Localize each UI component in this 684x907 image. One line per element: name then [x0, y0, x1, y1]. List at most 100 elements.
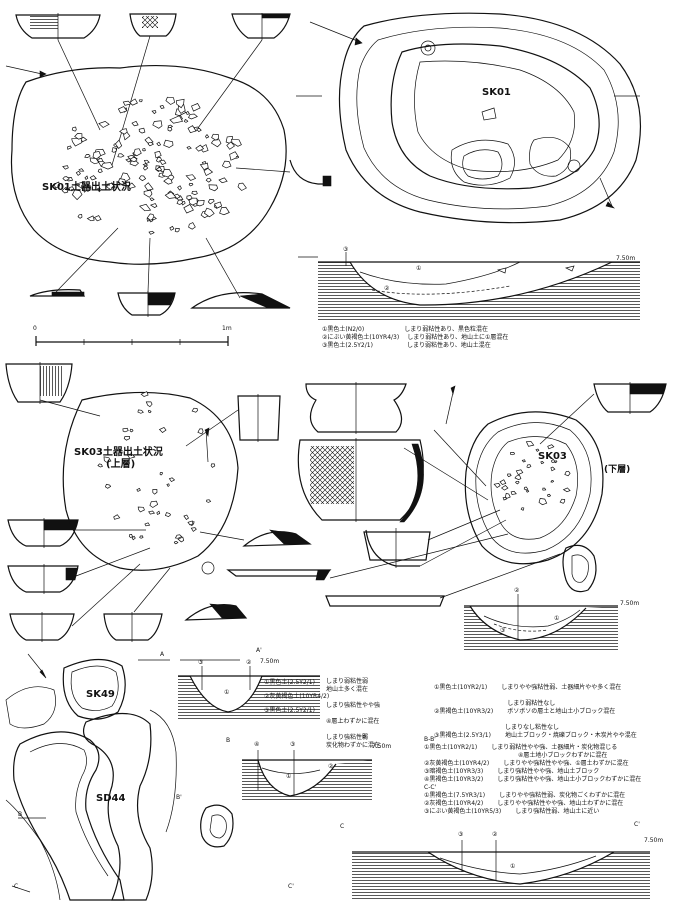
sk01-layer-1: ① [416, 265, 422, 272]
sherd-mark [176, 199, 184, 205]
sk03-section [464, 594, 618, 650]
sherd-mark [550, 480, 555, 483]
sherd-mark [131, 120, 139, 127]
legend-desc: しまり強粘性弱、地山土に近い [515, 808, 600, 815]
sherd-mark [163, 139, 174, 148]
section-b-marker: B [226, 737, 231, 744]
sherd-mark [195, 144, 205, 152]
legend-row: ①黒褐色土(7.5YR3/1)しまりやや強粘性弱、炭化物ごくわずかに混在 [424, 792, 625, 800]
sk03-lower-profiles [226, 382, 667, 607]
sherd-mark [203, 167, 214, 176]
legend-soil: ③暗褐色土(10YR3/3) [424, 768, 484, 775]
sherd-mark [71, 137, 83, 147]
section-c-layer-1: ① [510, 863, 516, 870]
sherd-mark [191, 407, 198, 413]
legend-desc: しまりやや強粘性やや強、地山土わずかに混在 [497, 800, 624, 807]
sherd-mark [100, 162, 114, 170]
sherd-mark [97, 188, 102, 193]
sherd-mark [67, 186, 75, 192]
sherd-mark [122, 100, 132, 106]
legend-title: B-B' [424, 736, 436, 743]
sherd-mark [148, 510, 156, 515]
sherd-mark [190, 527, 197, 532]
section-c-layer-3: ③ [458, 831, 464, 838]
sherd-mark [199, 162, 209, 171]
legend-row: ①黒色土(10YR2/1)しまりやや強粘性弱、土器細片やや多く混在 [434, 684, 637, 692]
sk03-sherd-cluster [97, 391, 216, 545]
legend-desc: しまり弱粘性なし ボソボソの層土と地山土小ブロック混在 [507, 700, 616, 715]
legend-desc: ④層上わずかに混在 [326, 718, 380, 725]
sherd-mark [156, 510, 161, 515]
sherd-mark [526, 464, 532, 469]
sherd-mark [114, 139, 123, 150]
legend-soil: ②灰褐色土(10YR4/2) [424, 800, 484, 807]
sherd-mark [515, 480, 520, 485]
sherd-mark [117, 153, 125, 158]
sherd-mark [77, 214, 83, 219]
plan-b-prime-marker: B' [176, 794, 182, 801]
sherd-mark [188, 182, 194, 187]
sherd-mark [185, 174, 197, 181]
sherd-mark [229, 151, 240, 161]
section-b-layer-1: ① [286, 773, 292, 780]
sherd-mark [154, 150, 162, 159]
sherd-mark [523, 486, 529, 491]
sherd-mark [140, 391, 149, 397]
legend-soil: ①黒褐色土(7.5YR3/1) [424, 792, 486, 799]
scale-bar-start: 0 [33, 325, 37, 332]
sherd-mark [510, 451, 516, 456]
legend-soil: ①黒色土(10YR2/1) [424, 744, 478, 751]
sherd-mark [78, 168, 85, 172]
section-b-layer-4: ④ [254, 741, 260, 748]
sherd-mark [149, 500, 159, 508]
sherd-mark [526, 489, 530, 493]
sherd-mark [149, 197, 155, 202]
sherd-mark [75, 170, 81, 176]
sherd-mark [62, 165, 69, 170]
legend-soil: ③黒褐色土(2.5Y3/1) [434, 732, 491, 739]
sherd-mark [505, 492, 511, 499]
sherd-mark [213, 201, 223, 209]
sherd-mark [62, 176, 70, 182]
plan-c-marker: C [14, 883, 19, 890]
sherd-mark [538, 498, 548, 506]
sk01-label: SK01 [482, 87, 511, 98]
sherd-mark [129, 428, 134, 433]
sherd-mark [122, 427, 129, 433]
section-a-soil-3: ③黒色土(2.5Y2/1) [264, 707, 315, 714]
sherd-mark [186, 195, 193, 201]
sherd-mark [128, 534, 134, 538]
sherd-mark [550, 466, 556, 472]
legend-row: ②灰黄褐色土(10YR4/2)しまりやや強粘性やや強、①層土わずかに混在 [424, 760, 641, 768]
legend-desc: しまり弱粘性あり、黒色粒混在 [404, 326, 488, 333]
legend-row: ②にぶい黄褐色土(10YR4/3)しまり弱粘性あり、地山土に①層混在 [322, 334, 508, 342]
section-b-elevation: 7.50m [372, 743, 392, 750]
sherd-mark [197, 428, 204, 435]
sk49-sd44-plan [5, 653, 240, 901]
section-a-soil-2: ②灰黄褐色土(10YR4/2) [264, 693, 330, 700]
sherd-mark [183, 203, 194, 214]
sherd-mark [129, 157, 138, 163]
section-b-layer-3: ③ [290, 741, 296, 748]
sherd-mark [237, 182, 247, 191]
sherd-mark [559, 498, 566, 504]
sherd-mark [152, 120, 163, 129]
sherd-mark [176, 98, 185, 109]
sherd-mark [515, 469, 524, 476]
section-c-marker: C [340, 823, 345, 830]
legend-row: ④層土地小ブロックわずかに混在 [424, 752, 641, 760]
sherd-mark [507, 473, 512, 478]
legend-soil: ③にぶい黄褐色土(10YR5/3) [424, 808, 502, 815]
sherd-mark [137, 409, 144, 414]
sk03-lower-label: (下層) [604, 465, 631, 475]
sherd-mark [206, 499, 212, 503]
legend-row: ④黒褐色土(10YR3/2)しまり強粘性やや強、地山土小ブロックわずかに混在 [424, 776, 641, 784]
sherd-mark [131, 535, 136, 541]
sherd-mark [139, 535, 144, 539]
section-c-prime-marker: C' [634, 821, 640, 828]
sherd-mark [61, 186, 69, 194]
sherd-mark [151, 110, 157, 115]
legend-row: ③黒色土(2.5Y2/1)しまり弱粘性あり、地山土混在 [322, 342, 508, 350]
sherd-mark [183, 514, 189, 520]
sk03-soil-legend: ①黒色土(10YR2/1)しまりやや強粘性弱、土器細片やや多く混在 ②黒褐色土(… [434, 676, 637, 748]
